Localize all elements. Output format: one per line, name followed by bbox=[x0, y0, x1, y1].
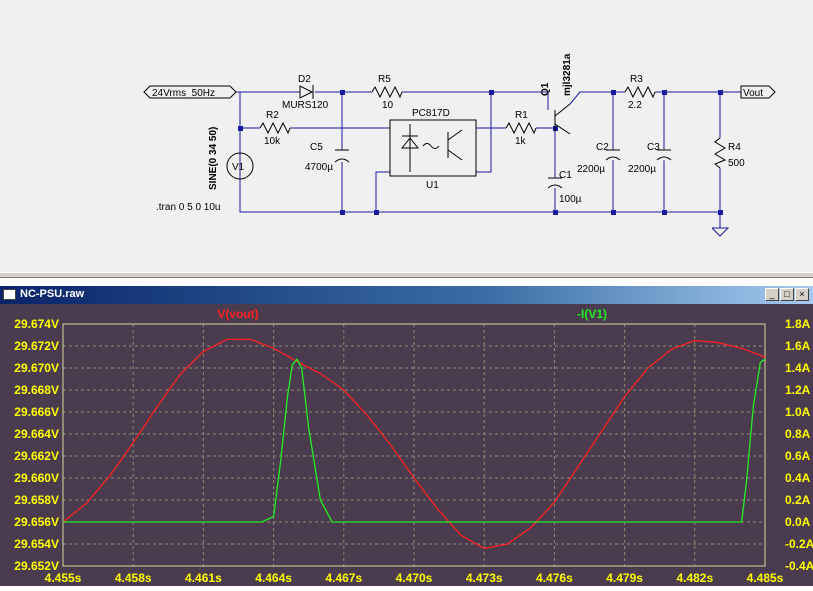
resistor-r3 bbox=[624, 85, 656, 99]
u1-name: U1 bbox=[426, 180, 439, 191]
schematic-canvas[interactable]: 24Vrms_50Hz Vout D2 MURS120 R5 10 R2 10k… bbox=[0, 0, 813, 272]
x-tick-label: 4.464s bbox=[255, 571, 292, 585]
r1-value: 1k bbox=[515, 136, 527, 147]
y-right-tick-label: 0.6A bbox=[785, 449, 811, 463]
r3-name: R3 bbox=[630, 74, 643, 85]
r5-value: 10 bbox=[382, 100, 394, 111]
y-right-tick-label: 0.2A bbox=[785, 493, 811, 507]
series-line-vout bbox=[62, 338, 766, 550]
wires bbox=[236, 91, 741, 237]
y-right-tick-label: 0.8A bbox=[785, 427, 811, 441]
input-net-text: 24Vrms_50Hz bbox=[152, 88, 215, 99]
q1-value: mjl3281a bbox=[562, 53, 573, 96]
x-tick-label: 4.476s bbox=[536, 571, 573, 585]
c1-name: C1 bbox=[559, 170, 572, 181]
legend-label-iv1: -I(V1) bbox=[577, 307, 607, 321]
y-right-tick-label: 0.0A bbox=[785, 515, 811, 529]
c3-name: C3 bbox=[647, 142, 660, 153]
r3-value: 2.2 bbox=[628, 100, 642, 111]
waveform-plot-area[interactable]: 4.455s 4.458s 4.461s 4.464s 4.467s 4.470s 4.47… bbox=[0, 304, 813, 586]
legend-label-vout: V(vout) bbox=[217, 307, 258, 321]
c5-value: 4700µ bbox=[305, 162, 333, 173]
x-tick-label: 4.470s bbox=[396, 571, 433, 585]
d2-name: D2 bbox=[298, 74, 311, 85]
v1-value: SINE(0 34 50) bbox=[208, 127, 219, 190]
output-net-text: Vout bbox=[743, 88, 763, 99]
y-left-tick-label: 29.668V bbox=[14, 383, 59, 397]
d2-value: MURS120 bbox=[282, 100, 329, 111]
y-left-tick-label: 29.658V bbox=[14, 493, 59, 507]
close-button[interactable]: × bbox=[795, 288, 809, 301]
plot-frame bbox=[62, 323, 766, 567]
y-left-tick-label: 29.670V bbox=[14, 361, 59, 375]
chart-background bbox=[0, 304, 813, 586]
c2-name: C2 bbox=[596, 142, 609, 153]
y-right-tick-label: 1.6A bbox=[785, 339, 811, 353]
resistor-r1 bbox=[505, 121, 537, 135]
waveform-chart[interactable]: 4.455s 4.458s 4.461s 4.464s 4.467s 4.470s 4.47… bbox=[0, 304, 813, 586]
x-tick-label: 4.467s bbox=[325, 571, 362, 585]
y-left-tick-label: 29.666V bbox=[14, 405, 59, 419]
q1-name: Q1 bbox=[540, 82, 551, 96]
optocoupler-u1 bbox=[389, 119, 477, 177]
waveform-window: NC-PSU.raw _ □ × 4.455s 4.458s 4.461s 4.464… bbox=[0, 286, 813, 586]
waveform-title: NC-PSU.raw bbox=[20, 288, 85, 300]
x-tick-label: 4.473s bbox=[466, 571, 503, 585]
series-line-iv1 bbox=[63, 358, 766, 523]
voltage-source-v1 bbox=[226, 152, 254, 180]
r2-value: 10k bbox=[264, 136, 281, 147]
junction-dots bbox=[238, 90, 723, 215]
input-net-label bbox=[143, 85, 237, 99]
y-right-tick-label: -0.4A bbox=[785, 559, 813, 573]
x-tick-label: 4.458s bbox=[115, 571, 152, 585]
y-left-tick-label: 29.660V bbox=[14, 471, 59, 485]
r4-name: R4 bbox=[728, 142, 741, 153]
waveform-titlebar[interactable]: NC-PSU.raw _ □ × bbox=[0, 286, 813, 304]
spice-directive: .tran 0 5 0 10u bbox=[156, 202, 221, 213]
y-left-tick-label: 29.654V bbox=[14, 537, 59, 551]
y-right-tick-label: 1.4A bbox=[785, 361, 811, 375]
v1-name: V1 bbox=[232, 162, 245, 173]
y-right-tick-label: 1.2A bbox=[785, 383, 811, 397]
maximize-button[interactable]: □ bbox=[780, 288, 794, 301]
y-right-tick-label: 1.0A bbox=[785, 405, 811, 419]
x-tick-label: 4.455s bbox=[45, 571, 82, 585]
resistor-r2 bbox=[259, 121, 291, 135]
x-tick-label: 4.479s bbox=[606, 571, 643, 585]
x-tick-label: 4.482s bbox=[676, 571, 713, 585]
u1-part: PC817D bbox=[412, 108, 450, 119]
x-tick-label: 4.461s bbox=[185, 571, 222, 585]
y-right-tick-label: 1.8A bbox=[785, 317, 811, 331]
r1-name: R1 bbox=[515, 110, 528, 121]
y-left-tick-label: 29.672V bbox=[14, 339, 59, 353]
r2-name: R2 bbox=[266, 110, 279, 121]
minimize-button[interactable]: _ bbox=[765, 288, 779, 301]
waveform-app-icon bbox=[3, 289, 16, 300]
x-tick-label: 4.485s bbox=[747, 571, 784, 585]
c5-name: C5 bbox=[310, 142, 323, 153]
r5-name: R5 bbox=[378, 74, 391, 85]
y-left-tick-label: 29.664V bbox=[14, 427, 59, 441]
resistor-r4 bbox=[714, 137, 727, 169]
c2-value: 2200µ bbox=[577, 164, 605, 175]
resistor-r5 bbox=[371, 85, 403, 99]
c3-value: 2200µ bbox=[628, 164, 656, 175]
y-right-tick-label: -0.2A bbox=[785, 537, 813, 551]
y-right-tick-label: 0.4A bbox=[785, 471, 811, 485]
y-left-tick-label: 29.656V bbox=[14, 515, 59, 529]
output-net-label bbox=[740, 85, 776, 99]
schematic-editor[interactable]: 24Vrms_50Hz Vout D2 MURS120 R5 10 R2 10k… bbox=[0, 0, 813, 272]
c1-value: 100µ bbox=[559, 194, 582, 205]
y-left-tick-label: 29.662V bbox=[14, 449, 59, 463]
y-left-tick-label: 29.652V bbox=[14, 559, 59, 573]
components bbox=[143, 85, 776, 189]
diode-d2 bbox=[299, 85, 314, 99]
r4-value: 500 bbox=[728, 158, 745, 169]
y-left-tick-label: 29.674V bbox=[14, 317, 59, 331]
pane-divider[interactable] bbox=[0, 272, 813, 278]
